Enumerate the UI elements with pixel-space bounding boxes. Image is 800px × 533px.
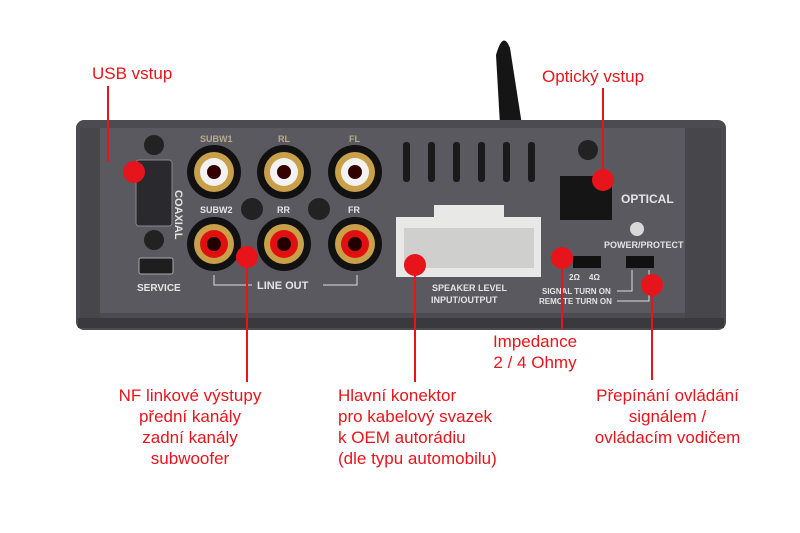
- annotation-line: USB vstup: [92, 64, 173, 83]
- optical-label: OPTICAL: [621, 192, 674, 206]
- antenna: [496, 40, 522, 125]
- annotation-line: Hlavní konektor: [338, 386, 457, 405]
- annotation-line: 2 / 4 Ohmy: [493, 353, 577, 372]
- annotation-line: ovládacím vodičem: [594, 428, 741, 447]
- power-protect-label: POWER/PROTECT: [604, 240, 684, 250]
- speaker-level-label-2: INPUT/OUTPUT: [431, 295, 498, 305]
- rca-jacks: [187, 145, 382, 271]
- vents: [403, 142, 535, 182]
- fr-label: FR: [348, 205, 360, 215]
- callout-dots: [123, 161, 663, 296]
- annotation-switch: Přepínání ovládání signálem / ovládacím …: [575, 385, 760, 448]
- annotation-line: Impedance: [492, 332, 578, 351]
- callout-lines: [107, 86, 653, 382]
- impedance-switch: [573, 256, 601, 268]
- subw1-label: SUBW1: [200, 134, 233, 144]
- annotation-line: zadní kanály: [142, 428, 238, 447]
- imp-4-label: 4Ω: [589, 273, 600, 282]
- annotation-impedance: Impedance 2 / 4 Ohmy: [475, 331, 595, 373]
- annotation-line: (dle typu automobilu): [338, 449, 497, 468]
- annotation-line: pro kabelový svazek: [338, 407, 493, 426]
- turn-on-switch: [626, 256, 654, 268]
- service-port: [138, 257, 174, 275]
- service-label: SERVICE: [137, 283, 181, 294]
- signal-turn-on-label: SIGNAL TURN ON: [542, 287, 611, 296]
- speaker-level-label-1: SPEAKER LEVEL: [432, 283, 508, 293]
- usb-port: [135, 159, 173, 227]
- annotation-usb: USB vstup: [92, 63, 172, 84]
- power-led: [630, 222, 644, 236]
- fl-label: FL: [349, 134, 360, 144]
- annotation-line: k OEM autorádiu: [338, 428, 466, 447]
- coaxial-label: COAXIAL: [172, 190, 184, 240]
- imp-2-label: 2Ω: [569, 273, 580, 282]
- rl-label: RL: [278, 134, 290, 144]
- annotation-line: NF linkové výstupy: [118, 386, 262, 405]
- rr-label: RR: [277, 205, 290, 215]
- annotation-optical: Optický vstup: [542, 66, 644, 87]
- annotation-line: Přepínání ovládání: [596, 386, 739, 405]
- subw2-label: SUBW2: [200, 205, 233, 215]
- annotation-line: signálem /: [628, 407, 707, 426]
- annotation-line: Optický vstup: [542, 67, 645, 86]
- annotation-line: přední kanály: [138, 407, 242, 426]
- annotation-connector: Hlavní konektor pro kabelový svazek k OE…: [338, 385, 497, 469]
- annotation-line: subwoofer: [150, 449, 230, 468]
- line-out-label: LINE OUT: [257, 280, 309, 292]
- annotation-line-out: NF linkové výstupy přední kanály zadní k…: [95, 385, 285, 469]
- remote-turn-on-label: REMOTE TURN ON: [539, 297, 612, 306]
